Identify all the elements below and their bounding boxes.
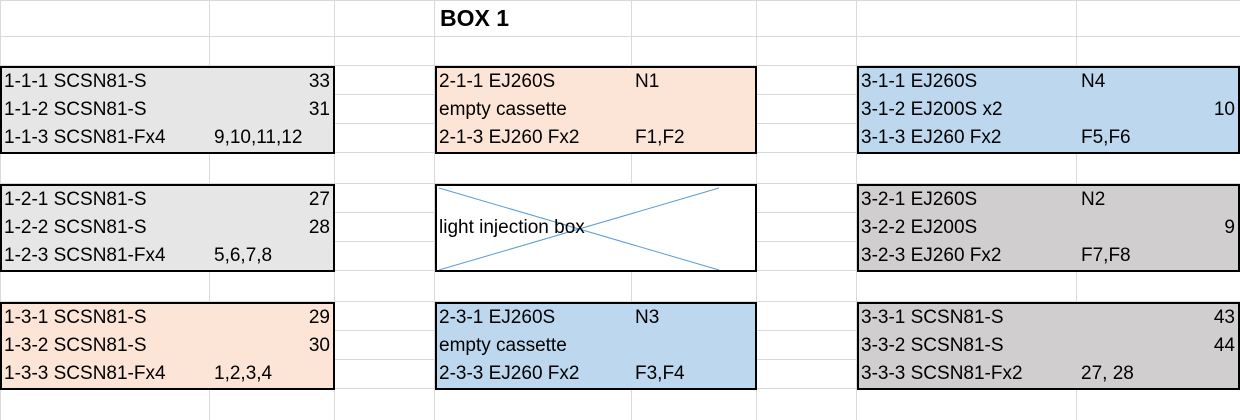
cell-value[interactable]: N3 [635, 307, 660, 328]
cell-label[interactable]: 2-1-3 EJ260 Fx2 [439, 127, 580, 148]
cell-row[interactable]: 1-1-1 SCSN81-S 33 [2, 68, 333, 96]
light-injection-label[interactable]: light injection box [439, 217, 585, 238]
cell-value[interactable]: 43 [1213, 307, 1235, 328]
cell-row[interactable]: 3-3-3 SCSN81-Fx2 27, 28 [859, 360, 1238, 388]
cell-value[interactable]: 44 [1213, 335, 1235, 356]
cell-label[interactable]: 3-3-2 SCSN81-S [861, 335, 1004, 356]
box-1-3[interactable]: 1-3-1 SCSN81-S 29 1-3-2 SCSN81-S 30 1-3-… [0, 302, 335, 390]
cell-label[interactable]: 1-1-3 SCSN81-Fx4 [4, 127, 166, 148]
cell-row[interactable]: 2-3-3 EJ260 Fx2 F3,F4 [437, 360, 755, 388]
cell-value[interactable]: 9,10,11,12 [214, 127, 303, 148]
cell-row[interactable]: 3-2-3 EJ260 Fx2 F7,F8 [859, 242, 1238, 270]
box-3-1[interactable]: 3-1-1 EJ260S N4 3-1-2 EJ200S x2 10 3-1-3… [857, 66, 1240, 154]
cell-value[interactable]: N4 [1081, 71, 1106, 92]
cell-label[interactable]: 1-1-2 SCSN81-S [4, 99, 147, 120]
cell-value[interactable]: F3,F4 [635, 363, 685, 384]
cell-value[interactable]: N2 [1081, 189, 1106, 210]
cell-row[interactable]: 1-2-3 SCSN81-Fx4 5,6,7,8 [2, 242, 333, 270]
cross-mark [438, 187, 720, 270]
box-3-3[interactable]: 3-3-1 SCSN81-S 43 3-3-2 SCSN81-S 44 3-3-… [857, 302, 1240, 390]
gridline [0, 301, 1240, 302]
box-1-2[interactable]: 1-2-1 SCSN81-S 27 1-2-2 SCSN81-S 28 1-2-… [0, 184, 335, 272]
cell-row[interactable]: 1-3-1 SCSN81-S 29 [2, 304, 333, 332]
cell-row[interactable]: 1-2-1 SCSN81-S 27 [2, 186, 333, 214]
cell-row[interactable]: 3-2-1 EJ260S N2 [859, 186, 1238, 214]
cell-value[interactable]: 1,2,3,4 [214, 363, 273, 384]
cell-value[interactable]: 33 [308, 71, 330, 92]
cell-value[interactable]: 31 [308, 99, 330, 120]
cell-row[interactable]: 2-1-3 EJ260 Fx2 F1,F2 [437, 124, 755, 152]
cell-value[interactable]: 30 [308, 335, 330, 356]
cell-label[interactable]: 3-3-1 SCSN81-S [861, 307, 1004, 328]
cell-row[interactable]: 3-1-1 EJ260S N4 [859, 68, 1238, 96]
cell-row[interactable]: 3-2-2 EJ200S 9 [859, 214, 1238, 242]
cell-row[interactable]: 1-3-2 SCSN81-S 30 [2, 332, 333, 360]
cell-value[interactable]: 9 [1224, 217, 1235, 238]
cell-row[interactable]: 1-1-2 SCSN81-S 31 [2, 96, 333, 124]
box-3-2[interactable]: 3-2-1 EJ260S N2 3-2-2 EJ200S 9 3-2-3 EJ2… [857, 184, 1240, 272]
box-2-3[interactable]: 2-3-1 EJ260S N3 empty cassette 2-3-3 EJ2… [435, 302, 757, 390]
cell-label[interactable]: 2-3-1 EJ260S [439, 307, 556, 328]
cell-label[interactable]: 1-1-1 SCSN81-S [4, 71, 147, 92]
cell-label[interactable]: empty cassette [439, 335, 567, 356]
gridline [434, 0, 435, 420]
cell-label[interactable]: 1-3-3 SCSN81-Fx4 [4, 363, 166, 384]
cell-value[interactable]: F1,F2 [635, 127, 685, 148]
cell-value[interactable]: F7,F8 [1081, 245, 1131, 266]
cell-row[interactable]: empty cassette [437, 96, 755, 124]
cell-value[interactable]: 29 [308, 307, 330, 328]
cell-label[interactable]: 3-1-2 EJ200S x2 [861, 99, 1003, 120]
gridline [0, 65, 1240, 66]
cell-label[interactable]: empty cassette [439, 99, 567, 120]
box-1-1[interactable]: 1-1-1 SCSN81-S 33 1-1-2 SCSN81-S 31 1-1-… [0, 66, 335, 154]
gridline [856, 0, 857, 420]
cell-row[interactable]: 3-1-3 EJ260 Fx2 F5,F6 [859, 124, 1238, 152]
cell-label[interactable]: 1-2-1 SCSN81-S [4, 189, 147, 210]
cell-row[interactable]: 1-2-2 SCSN81-S 28 [2, 214, 333, 242]
cell-row[interactable]: 1-1-3 SCSN81-Fx4 9,10,11,12 [2, 124, 333, 152]
cell-row[interactable]: 1-3-3 SCSN81-Fx4 1,2,3,4 [2, 360, 333, 388]
cell-value[interactable]: 10 [1213, 99, 1235, 120]
cell-row[interactable]: 2-1-1 EJ260S N1 [437, 68, 755, 96]
cell-row[interactable]: empty cassette [437, 332, 755, 360]
cell-label[interactable]: 3-1-3 EJ260 Fx2 [861, 127, 1002, 148]
cell-row[interactable]: 3-1-2 EJ200S x2 10 [859, 96, 1238, 124]
box-2-1[interactable]: 2-1-1 EJ260S N1 empty cassette 2-1-3 EJ2… [435, 66, 757, 154]
cell-label[interactable]: 2-1-1 EJ260S [439, 71, 556, 92]
gridline [0, 36, 1240, 37]
cell-label[interactable]: 3-2-3 EJ260 Fx2 [861, 245, 1002, 266]
cell-label[interactable]: 3-2-2 EJ200S [861, 217, 978, 238]
cell-label[interactable]: 1-2-2 SCSN81-S [4, 217, 147, 238]
cell-label[interactable]: 1-3-2 SCSN81-S [4, 335, 147, 356]
cell-value[interactable]: 27, 28 [1081, 363, 1134, 384]
cell-label[interactable]: 2-3-3 EJ260 Fx2 [439, 363, 580, 384]
cell-value[interactable]: N1 [635, 71, 660, 92]
cell-row[interactable]: 3-3-2 SCSN81-S 44 [859, 332, 1238, 360]
cell-label[interactable]: 3-1-1 EJ260S [861, 71, 978, 92]
cell-row[interactable]: 2-3-1 EJ260S N3 [437, 304, 755, 332]
cell-value[interactable]: 27 [308, 189, 330, 210]
cell-label[interactable]: 1-3-1 SCSN81-S [4, 307, 147, 328]
cell-value[interactable]: 28 [308, 217, 330, 238]
cell-label[interactable]: 1-2-3 SCSN81-Fx4 [4, 245, 166, 266]
light-injection-box[interactable]: light injection box [435, 184, 757, 272]
gridline [0, 183, 1240, 184]
cell-value[interactable]: F5,F6 [1081, 127, 1131, 148]
cell-label[interactable]: 3-2-1 EJ260S [861, 189, 978, 210]
cell-label[interactable]: 3-3-3 SCSN81-Fx2 [861, 363, 1023, 384]
cross-line [438, 187, 720, 270]
sheet-title[interactable]: BOX 1 [440, 5, 510, 31]
cell-row[interactable]: 3-3-1 SCSN81-S 43 [859, 304, 1238, 332]
cell-value[interactable]: 5,6,7,8 [214, 245, 273, 266]
